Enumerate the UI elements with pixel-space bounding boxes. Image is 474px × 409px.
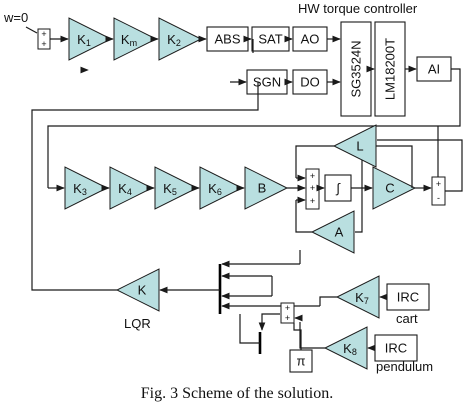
gain-b: B [244, 166, 289, 210]
svg-text:K: K [138, 283, 147, 298]
irc-pendulum-block: IRC [374, 334, 418, 362]
do-block: DO [292, 69, 328, 95]
input-sum-junction: + + [37, 28, 51, 50]
svg-text:+: + [41, 29, 46, 39]
svg-text:-: - [437, 193, 440, 203]
svg-text:SGN: SGN [253, 75, 281, 90]
sat-block: SAT [251, 26, 290, 52]
svg-text:IRC: IRC [397, 290, 419, 305]
figure-caption: Fig. 3 Scheme of the solution. [141, 385, 333, 402]
cart-label: cart [396, 311, 418, 326]
gain-k4: K4 [109, 166, 154, 210]
svg-text:IRC: IRC [385, 341, 407, 356]
svg-text:ABS: ABS [214, 32, 240, 47]
svg-text:C: C [385, 181, 394, 196]
svg-text:K8: K8 [343, 341, 357, 358]
ai-block: AI [416, 56, 452, 82]
svg-text:Km: Km [121, 32, 137, 49]
integrator-block: ∫ [324, 174, 352, 202]
pendulum-label: pendulum [376, 359, 433, 374]
gain-k2: K2 [158, 17, 203, 61]
svg-text:+: + [285, 303, 290, 313]
svg-text:A: A [335, 225, 344, 240]
gain-k-lqr: K [115, 268, 160, 312]
svg-text:+: + [310, 196, 315, 206]
hw-controller-title: HW torque controller [298, 1, 418, 16]
gain-k6: K6 [199, 166, 244, 210]
svg-text:∫: ∫ [335, 181, 341, 196]
irc-cart-block: IRC [386, 283, 430, 311]
svg-text:K1: K1 [77, 32, 91, 49]
input-label: w=0 [3, 10, 28, 25]
ao-block: AO [292, 26, 328, 52]
angle-sum-junction: + + [280, 302, 295, 324]
svg-text:+: + [310, 183, 315, 193]
gain-km: Km [113, 17, 158, 61]
gain-k3: K3 [64, 166, 109, 210]
main-sum-junction: + + + [305, 168, 320, 210]
svg-text:L: L [356, 139, 363, 154]
gain-c: C [372, 166, 417, 210]
svg-text:K2: K2 [167, 32, 181, 49]
sgn-block: SGN [246, 69, 288, 95]
lqr-label: LQR [124, 316, 151, 331]
svg-text:K7: K7 [355, 290, 369, 307]
gain-k7: K7 [335, 275, 380, 319]
gain-k1: K1 [68, 17, 113, 61]
svg-text:K3: K3 [73, 181, 87, 198]
gain-l: L [332, 124, 377, 168]
svg-text:AO: AO [301, 32, 320, 47]
svg-text:SAT: SAT [258, 32, 282, 47]
svg-text:+: + [285, 313, 290, 323]
svg-text:+: + [41, 39, 46, 49]
svg-text:π: π [297, 354, 306, 369]
gain-k8: K8 [323, 326, 368, 370]
pi-block: π [289, 349, 313, 373]
svg-text:K5: K5 [163, 181, 177, 198]
svg-text:LM18200T: LM18200T [383, 38, 398, 100]
svg-text:SG3524N: SG3524N [349, 40, 364, 97]
sg3524n-block: SG3524N [340, 21, 372, 117]
svg-text:+: + [436, 179, 441, 189]
svg-text:K4: K4 [118, 181, 132, 198]
svg-text:DO: DO [300, 75, 320, 90]
output-sum-junction: + - [431, 176, 446, 206]
gain-k5: K5 [154, 166, 199, 210]
abs-block: ABS [206, 26, 249, 52]
svg-text:+: + [310, 171, 315, 181]
lm18200t-block: LM18200T [374, 21, 406, 117]
svg-text:B: B [258, 181, 267, 196]
svg-text:K6: K6 [208, 181, 222, 198]
svg-text:AI: AI [428, 62, 440, 77]
gain-a: A [310, 210, 355, 254]
